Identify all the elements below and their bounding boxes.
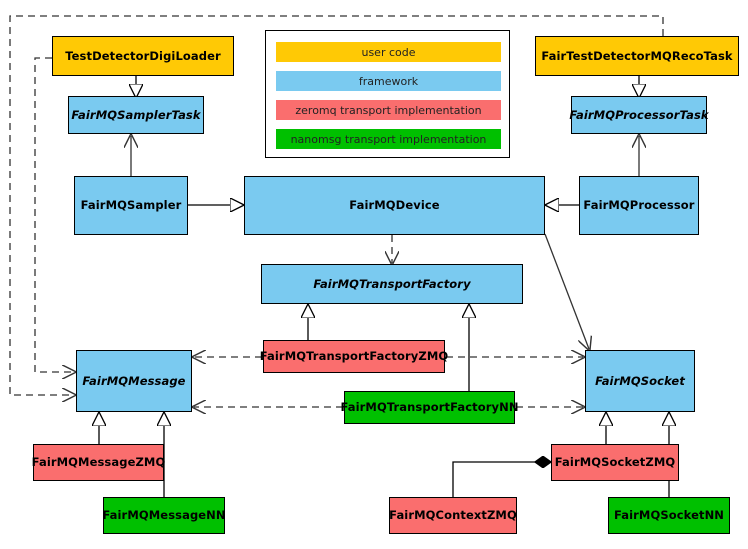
node-fairmqdevice[interactable]: FairMQDevice	[244, 176, 545, 235]
node-fairtestdetectormqrecotask[interactable]: FairTestDetectorMQRecoTask	[535, 36, 739, 76]
edge-recotask-message	[9, 15, 664, 395]
node-label: FairMQMessage	[82, 373, 186, 388]
node-fairmqcontextzmq[interactable]: FairMQContextZMQ	[389, 497, 517, 534]
node-label: FairMQDevice	[349, 198, 440, 213]
legend-item-user-code: user code	[276, 42, 501, 62]
node-label: FairMQSampler	[80, 198, 182, 213]
node-label: FairMQSamplerTask	[71, 107, 201, 122]
node-fairmqsocket[interactable]: FairMQSocket	[585, 350, 695, 412]
legend-label-nanomsg: nanomsg transport implementation	[290, 132, 487, 146]
edge-digiloader-message	[34, 57, 74, 372]
legend-label-user-code: user code	[361, 45, 416, 59]
legend-item-framework: framework	[276, 71, 501, 91]
node-label: FairMQSocketNN	[613, 508, 725, 523]
node-fairmqsamplertask[interactable]: FairMQSamplerTask	[68, 96, 204, 134]
node-fairmqprocessor[interactable]: FairMQProcessor	[579, 176, 699, 235]
legend-box: user code framework zeromq transport imp…	[265, 30, 510, 158]
node-fairmqmessagezmq[interactable]: FairMQMessageZMQ	[32, 444, 165, 481]
legend-label-framework: framework	[358, 74, 419, 88]
node-fairmqsocketzmq[interactable]: FairMQSocketZMQ	[551, 444, 679, 481]
node-testdetectordigiloader[interactable]: TestDetectorDigiLoader	[52, 36, 234, 76]
edge-device-socket	[544, 233, 589, 349]
node-fairmqsocketnn[interactable]: FairMQSocketNN	[608, 497, 730, 534]
node-label: FairMQTransportFactoryNN	[340, 400, 519, 415]
legend-item-zeromq: zeromq transport implementation	[276, 100, 501, 120]
legend-label-zeromq: zeromq transport implementation	[295, 103, 482, 117]
node-fairmqtransportfactory[interactable]: FairMQTransportFactory	[261, 264, 523, 304]
node-label: FairMQMessageZMQ	[31, 455, 166, 470]
node-label: FairTestDetectorMQRecoTask	[541, 48, 733, 63]
node-label: FairMQMessageNN	[102, 508, 226, 523]
node-fairmqmessage[interactable]: FairMQMessage	[76, 350, 192, 412]
node-fairmqmessagenn[interactable]: FairMQMessageNN	[102, 497, 226, 534]
node-label: FairMQSocket	[595, 373, 685, 388]
edge-contextzmq-socketzmq	[452, 462, 550, 497]
node-fairmqsampler[interactable]: FairMQSampler	[74, 176, 188, 235]
node-label: FairMQContextZMQ	[389, 508, 517, 523]
node-label: FairMQTransportFactory	[313, 276, 471, 291]
node-fairmqprocessortask[interactable]: FairMQProcessorTask	[569, 96, 709, 134]
node-fairmqtransportfactorynn[interactable]: FairMQTransportFactoryNN	[340, 391, 518, 424]
node-label: FairMQSocketZMQ	[554, 455, 676, 470]
legend-item-nanomsg: nanomsg transport implementation	[276, 129, 501, 149]
node-label: FairMQProcessor	[583, 198, 695, 213]
node-label: FairMQProcessorTask	[569, 107, 709, 122]
node-fairmqtransportfactoryzmq[interactable]: FairMQTransportFactoryZMQ	[260, 340, 448, 373]
node-label: TestDetectorDigiLoader	[65, 48, 221, 63]
node-label: FairMQTransportFactoryZMQ	[259, 349, 449, 364]
